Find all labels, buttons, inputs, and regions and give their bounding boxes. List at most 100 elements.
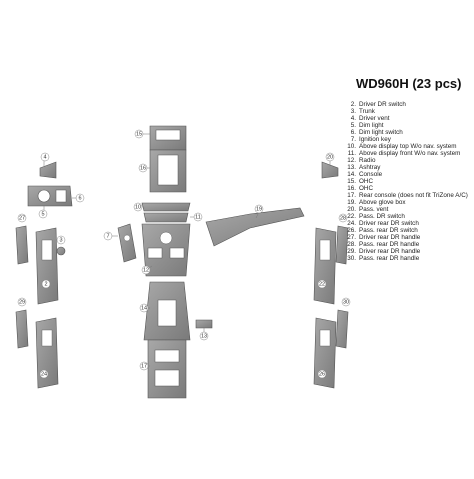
- callout-13: 13: [201, 334, 207, 340]
- part-pass-dr-switch-cutout: [319, 239, 331, 261]
- callout-circle-30: [341, 297, 351, 307]
- part-pass-dr-switch: [313, 227, 337, 305]
- part-pass-rear-dr-switch-cutout: [319, 329, 331, 347]
- callout-14: 14: [141, 306, 147, 312]
- legend-num: 19.: [347, 199, 356, 206]
- part-above-display-front: [143, 212, 189, 223]
- callout-circle-5: [38, 209, 48, 219]
- legend-text: Pass. DR switch: [359, 213, 405, 220]
- legend-num: 27.: [347, 234, 356, 241]
- legend-text: Ashtray: [359, 164, 381, 171]
- callout-circle-7: [103, 231, 113, 241]
- callout-17: 17: [141, 364, 147, 370]
- part-driver-vent: [39, 161, 57, 179]
- legend-text: OHC: [359, 185, 373, 192]
- callout-12: 12: [143, 268, 149, 274]
- legend-item: 17.Rear console (does not fit TriZone A/…: [345, 192, 473, 199]
- legend-num: 24.: [347, 220, 356, 227]
- legend-text: Rear console (does not fit TriZone A/C): [359, 192, 468, 199]
- legend-item: 14.Console: [345, 171, 473, 178]
- callout-3: 3: [59, 238, 62, 244]
- legend-num: 17.: [347, 192, 356, 199]
- legend-num: 6.: [350, 129, 356, 136]
- part-driver-dr-switch: [35, 227, 59, 305]
- callout-15: 15: [136, 132, 142, 138]
- callout-22: 22: [319, 282, 325, 288]
- part-rear-console: [147, 339, 187, 399]
- legend-item: 27.Driver rear DR handle: [345, 234, 473, 241]
- callout-29: 29: [19, 300, 25, 306]
- part-ignition-key: [117, 223, 137, 263]
- callout-circle-2: [41, 279, 51, 289]
- legend-text: Dim light switch: [359, 129, 403, 136]
- legend-text: Trunk: [359, 108, 375, 115]
- legend-item: 29.Driver rear DR handle: [345, 248, 473, 255]
- legend-num: 12.: [347, 157, 356, 164]
- legend-text: Pass. rear DR handle: [359, 241, 420, 248]
- legend-num: 29.: [347, 248, 356, 255]
- part-ashtray: [195, 319, 213, 329]
- callout-circle-27: [17, 213, 27, 223]
- callout-5: 5: [41, 212, 44, 218]
- legend-item: 26.Pass. rear DR switch: [345, 227, 473, 234]
- legend-text: Above glove box: [359, 199, 406, 206]
- callout-26: 26: [319, 372, 325, 378]
- part-pass-rear-dr-handle-28: [335, 225, 349, 265]
- callout-4: 4: [43, 155, 46, 161]
- part-radio-cutout-left: [147, 247, 163, 259]
- legend-item: 28.Pass. rear DR handle: [345, 241, 473, 248]
- callout-circle-3: [56, 235, 66, 245]
- part-pass-rear-dr-handle-30: [335, 309, 349, 349]
- callout-7: 7: [106, 234, 109, 240]
- legend-text: Console: [359, 171, 383, 178]
- part-ignition-hole: [123, 234, 131, 242]
- callout-circle-16: [138, 163, 148, 173]
- legend-item: 13.Ashtray: [345, 164, 473, 171]
- callout-circle-6: [75, 193, 85, 203]
- part-pass-vent: [321, 161, 339, 179]
- part-pass-rear-dr-switch: [313, 317, 337, 389]
- part-driver-rear-dr-switch-cutout: [41, 329, 53, 347]
- callout-2: 2: [44, 282, 47, 288]
- legend-text: Above display front W/o nav. system: [359, 150, 461, 157]
- legend-text: Dim light: [359, 122, 384, 129]
- legend-text: Pass. rear DR switch: [359, 227, 418, 234]
- legend-num: 15.: [347, 178, 356, 185]
- callout-circle-20: [325, 152, 335, 162]
- legend-num: 16.: [347, 185, 356, 192]
- legend-item: 16.OHC: [345, 185, 473, 192]
- legend-num: 2.: [350, 101, 356, 108]
- part-driver-rear-dr-handle-29: [15, 309, 29, 349]
- legend-text: Above display top W/o nav. system: [359, 143, 457, 150]
- legend-item: 5.Dim light: [345, 122, 473, 129]
- part-ohc-top-window: [155, 129, 181, 141]
- legend-text: Driver rear DR handle: [359, 234, 421, 241]
- callout-circle-4: [40, 152, 50, 162]
- legend-num: 20.: [347, 206, 356, 213]
- legend-item: 10.Above display top W/o nav. system: [345, 143, 473, 150]
- callout-circle-28: [338, 213, 348, 223]
- callout-circle-14: [139, 303, 149, 313]
- legend-num: 11.: [347, 150, 356, 157]
- callout-11: 11: [195, 215, 201, 221]
- legend-num: 13.: [347, 164, 356, 171]
- legend-item: 3.Trunk: [345, 108, 473, 115]
- callout-20: 20: [327, 155, 333, 161]
- callout-16: 16: [140, 166, 146, 172]
- legend-text: Driver DR switch: [359, 101, 406, 108]
- callout-circle-12: [141, 265, 151, 275]
- callout-circle-15: [134, 129, 144, 139]
- part-trunk: [56, 246, 66, 256]
- part-radio: [141, 223, 191, 277]
- callout-10: 10: [135, 205, 141, 211]
- callout-circle-17: [139, 361, 149, 371]
- part-console-shifter-slot: [157, 299, 177, 327]
- legend-item: 22.Pass. DR switch: [345, 213, 473, 220]
- legend-text: Driver rear DR switch: [359, 220, 419, 227]
- legend-item: 2.Driver DR switch: [345, 101, 473, 108]
- part-dim-light-slot: [55, 189, 67, 203]
- callout-circle-11: [193, 212, 203, 222]
- callout-circle-19: [254, 204, 264, 214]
- legend-num: 4.: [350, 115, 356, 122]
